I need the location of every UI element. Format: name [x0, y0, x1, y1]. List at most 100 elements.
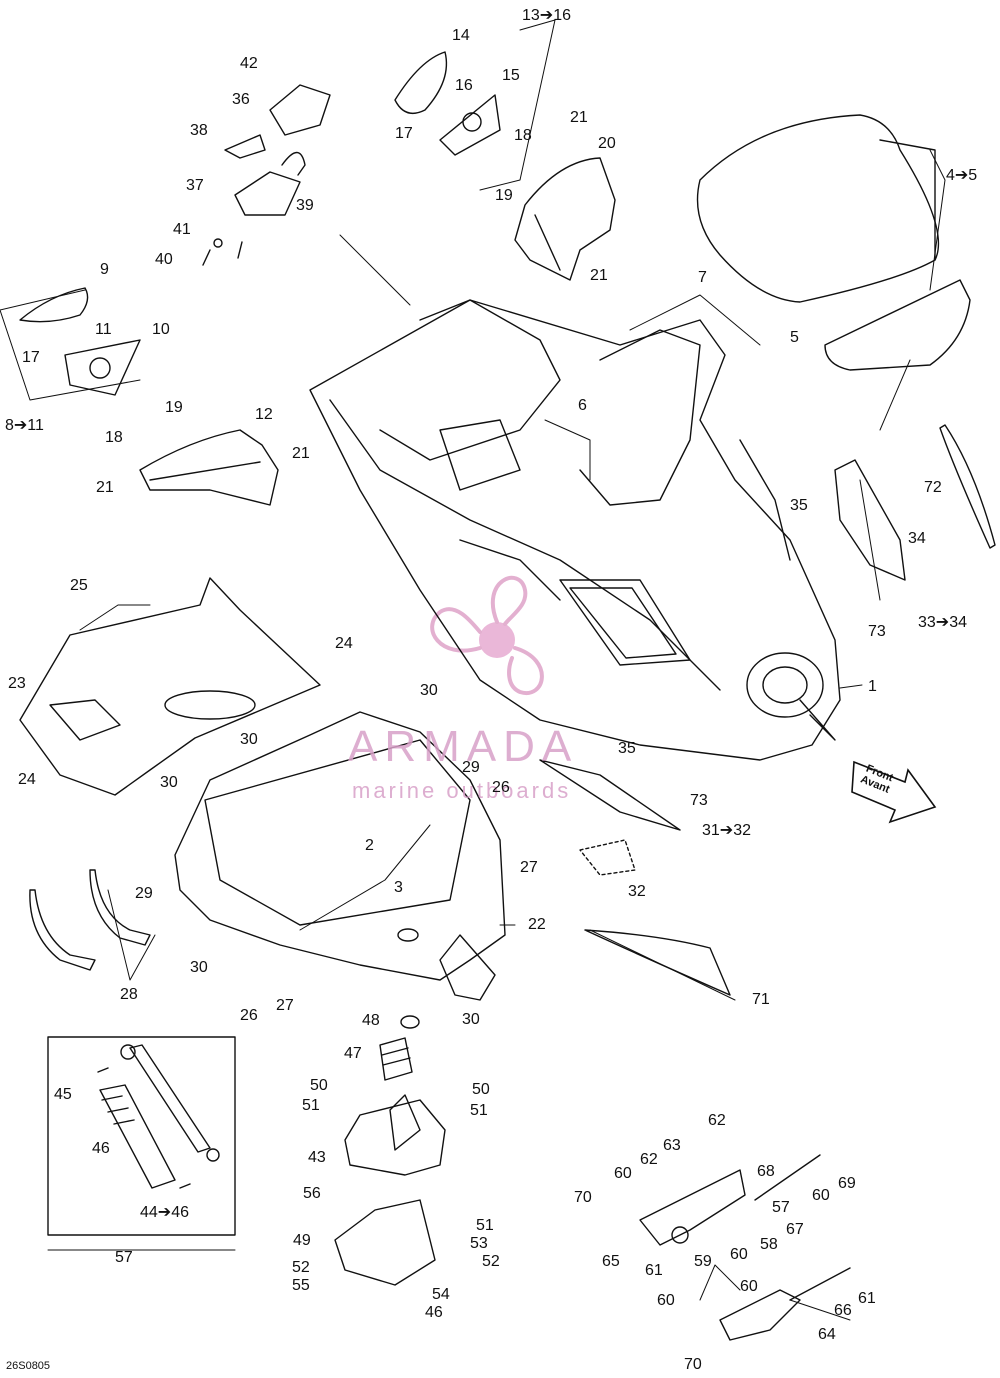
callout: 30 — [240, 731, 258, 748]
callout: 43 — [308, 1149, 326, 1166]
leader-lines — [0, 19, 946, 1321]
callout: 15 — [502, 67, 520, 84]
callout: 61 — [858, 1290, 876, 1307]
callout: 48 — [362, 1012, 380, 1029]
callout: 22 — [528, 916, 546, 933]
callout: 73 — [690, 792, 708, 809]
callout: 30 — [462, 1011, 480, 1028]
callout: 52 — [482, 1253, 500, 1270]
callout: 18 — [514, 127, 532, 144]
callout: 8➔11 — [5, 417, 44, 434]
callout: 34 — [908, 530, 926, 547]
callout: 30 — [420, 682, 438, 699]
callout: 73 — [868, 623, 886, 640]
vent-panel-part-71 — [584, 929, 731, 996]
callout: 61 — [645, 1262, 663, 1279]
footrest-part-64 — [719, 1267, 851, 1341]
vent-panel-part-31 — [539, 759, 681, 876]
callout: 17 — [395, 125, 413, 142]
callout: 49 — [293, 1232, 311, 1249]
callout: 53 — [470, 1235, 488, 1252]
callout: 11 — [95, 321, 112, 338]
callout: 37 — [186, 177, 204, 194]
side-deflector-part-12 — [139, 429, 279, 506]
callout: 65 — [602, 1253, 620, 1270]
watermark-propeller-icon — [430, 575, 544, 696]
callout: 23 — [8, 675, 26, 692]
vent-panel-part-72 — [939, 424, 996, 549]
callout: 33➔34 — [918, 614, 967, 631]
callout: 71 — [752, 991, 770, 1008]
callout: 16 — [455, 77, 473, 94]
callout: 45 — [54, 1086, 72, 1103]
callout: 19 — [495, 187, 513, 204]
spring-kit-box-44-46 — [47, 1036, 236, 1236]
callout: 26 — [492, 779, 510, 796]
callout: 47 — [344, 1045, 362, 1062]
callout: 54 — [432, 1286, 450, 1303]
callout: 25 — [70, 577, 88, 594]
callout: 21 — [292, 445, 310, 462]
callout: 62 — [708, 1112, 726, 1129]
callout: 72 — [924, 479, 942, 496]
callout: 51 — [476, 1217, 494, 1234]
callout: 35 — [790, 497, 808, 514]
callout: 27 — [276, 997, 294, 1014]
callout: 19 — [165, 399, 183, 416]
callout: 29 — [462, 759, 480, 776]
callout: 4➔5 — [946, 167, 978, 184]
callout: 35 — [618, 740, 636, 757]
watermark-brand: ARMADA — [348, 722, 579, 771]
front-arrow-icon — [851, 760, 937, 824]
callout: 57 — [115, 1249, 133, 1266]
callout: 70 — [684, 1356, 702, 1373]
callout: 31➔32 — [702, 822, 751, 839]
callout: 1 — [868, 678, 877, 695]
callout: 20 — [598, 135, 616, 152]
callout: 36 — [232, 91, 250, 108]
callout: 21 — [590, 267, 608, 284]
callout: 27 — [520, 859, 538, 876]
callout: 55 — [292, 1277, 310, 1294]
callout: 60 — [740, 1278, 758, 1295]
strap-part-28 — [29, 869, 151, 971]
callout: 13➔16 — [522, 7, 571, 24]
callout: 50 — [310, 1077, 328, 1094]
callout: 58 — [760, 1236, 778, 1253]
callout: 28 — [120, 986, 138, 1003]
callout: 5 — [790, 329, 799, 346]
callout: 62 — [640, 1151, 658, 1168]
callout: 10 — [152, 321, 170, 338]
callout: 60 — [657, 1292, 675, 1309]
callout: 42 — [240, 55, 258, 72]
mirror-part-9 — [19, 287, 141, 396]
airbox-part-43 — [334, 1094, 446, 1286]
callout: 51 — [302, 1097, 320, 1114]
callout: 7 — [698, 269, 707, 286]
callout: 17 — [22, 349, 40, 366]
callout: 70 — [574, 1189, 592, 1206]
drawing-code: 26S0805 — [6, 1360, 51, 1372]
callout: 30 — [190, 959, 208, 976]
callout: 60 — [730, 1246, 748, 1263]
callout: 56 — [303, 1185, 321, 1202]
console-part-22 — [174, 711, 506, 1001]
callout: 39 — [296, 197, 314, 214]
mirror-part-14 — [394, 51, 501, 156]
callout: 18 — [105, 429, 123, 446]
callout: 3 — [394, 879, 403, 896]
callout: 66 — [834, 1302, 852, 1319]
callout: 60 — [614, 1165, 632, 1182]
vent-panel-part-33 — [834, 459, 906, 581]
callout: 59 — [694, 1253, 712, 1270]
callout: 41 — [173, 221, 191, 238]
callout: 40 — [155, 251, 173, 268]
callout: 69 — [838, 1175, 856, 1192]
callout: 38 — [190, 122, 208, 139]
callout: 26 — [240, 1007, 258, 1024]
callout: 9 — [100, 261, 109, 278]
windshield-part-4-5 — [696, 114, 971, 371]
callout: 2 — [365, 837, 374, 854]
